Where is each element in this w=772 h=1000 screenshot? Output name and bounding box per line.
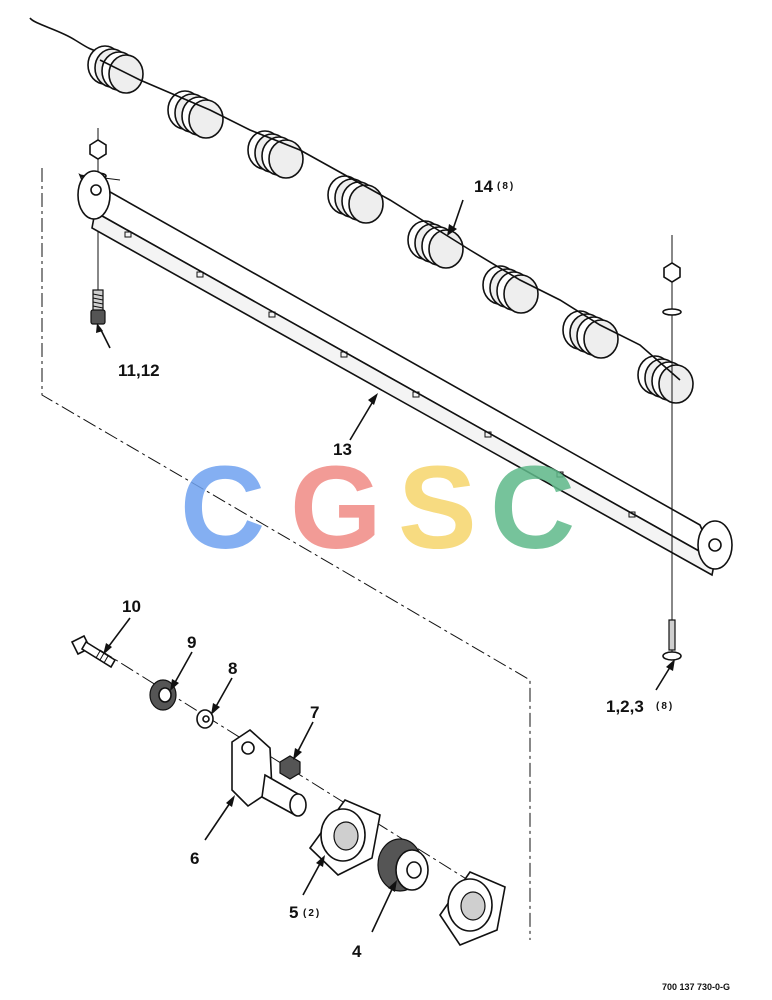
bar-hole (484, 431, 492, 438)
watermark-letter-s: S (398, 442, 477, 574)
right-fastener-group (662, 235, 682, 661)
callout-7: 7 (310, 703, 319, 722)
watermark-letter-g: G (290, 442, 382, 574)
callout-5-qty: (2) (303, 908, 321, 919)
bar-hole (340, 351, 348, 358)
figure-reference-code: 700 137 730-0-G (662, 982, 730, 992)
callout-1-2-3-qty: (8) (656, 701, 674, 712)
callout-1-2-3: 1,2,3 (606, 697, 644, 716)
bar-hole (124, 231, 132, 238)
bar-hole (196, 271, 204, 278)
coil-spring (327, 175, 384, 224)
watermark-letter-c1: C (180, 442, 265, 574)
bearing-assembly (70, 634, 506, 946)
callout-14-qty: (8) (497, 181, 515, 192)
shaft-bar (77, 170, 733, 577)
coil-spring (87, 45, 144, 94)
coil-springs-assembly (29, 17, 694, 404)
coil-spring (637, 355, 694, 404)
callout-4: 4 (352, 942, 362, 961)
coil-spring (482, 265, 539, 314)
callout-6: 6 (190, 849, 199, 868)
callout-8: 8 (228, 659, 237, 678)
leader-arrows (96, 199, 675, 933)
cgsc-watermark: C G S C (180, 442, 575, 574)
bar-hole (628, 511, 636, 518)
coil-spring (247, 130, 304, 179)
callout-11-12: 11,12 (118, 361, 160, 380)
callout-13: 13 (333, 440, 352, 459)
coil-spring (407, 220, 464, 269)
watermark-letter-c2: C (490, 442, 575, 574)
bar-hole (268, 311, 276, 318)
callout-14: 14 (474, 177, 493, 196)
bar-hole (556, 471, 564, 478)
bar-hole (412, 391, 420, 398)
coil-spring (562, 310, 619, 359)
callout-10: 10 (122, 597, 141, 616)
callout-9: 9 (187, 633, 196, 652)
callout-5: 5 (289, 903, 298, 922)
coil-spring (167, 90, 224, 139)
